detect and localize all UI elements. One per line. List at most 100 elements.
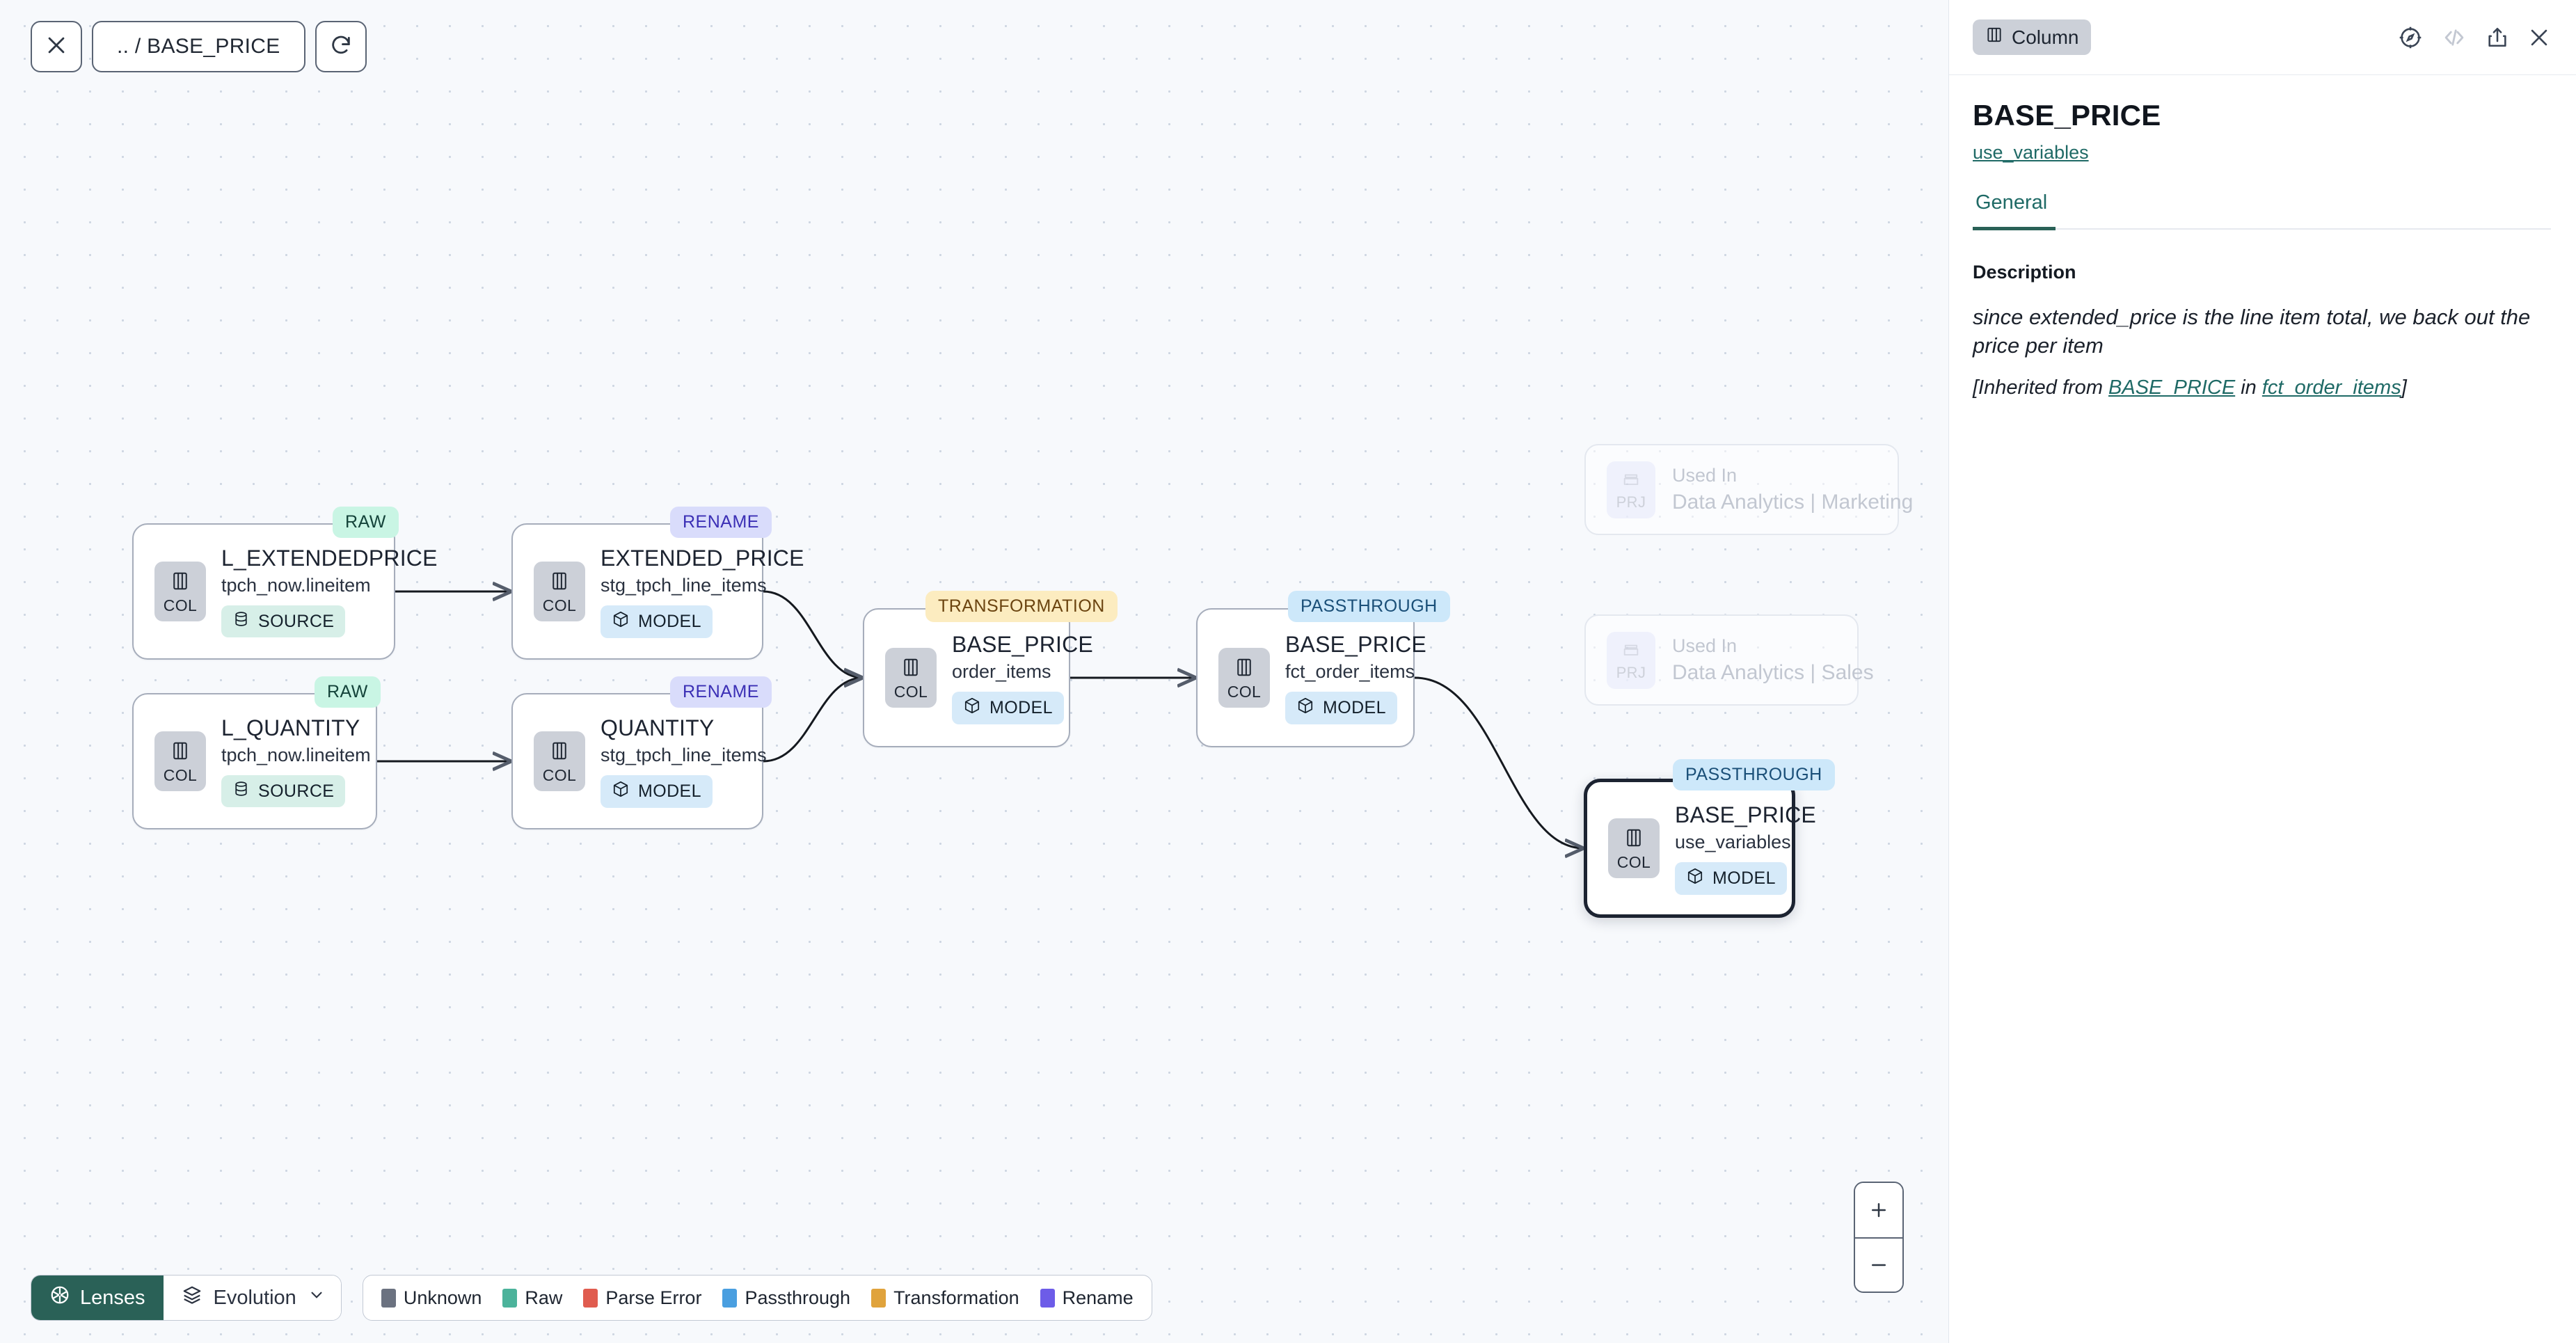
- tab-general[interactable]: General: [1973, 191, 2056, 230]
- node-tag-l_extendedprice: RAW: [333, 507, 399, 538]
- legend-item[interactable]: Passthrough: [722, 1287, 850, 1309]
- project-icon: [1621, 639, 1641, 664]
- inherited-middle: in: [2235, 376, 2262, 399]
- node-title: L_QUANTITY: [221, 715, 360, 740]
- legend-label: Passthrough: [745, 1287, 851, 1308]
- panel-header-actions: [2398, 24, 2551, 51]
- inherited-model-link[interactable]: fct_order_items: [2261, 376, 2401, 399]
- entity-type-chip[interactable]: Column: [1973, 19, 2092, 55]
- legend-swatch: [871, 1288, 887, 1308]
- project-type-badge: PRJ: [1607, 631, 1655, 689]
- used-in-project-name: Data Analytics | Sales: [1672, 661, 1874, 684]
- description-text: since extended_price is the line item to…: [1973, 304, 2531, 358]
- refresh-button[interactable]: [315, 21, 367, 72]
- zoom-in-button[interactable]: [1855, 1183, 1902, 1237]
- aperture-icon: [49, 1285, 70, 1311]
- details-panel-header: Column: [1949, 0, 2576, 75]
- node-materialization-chip: MODEL: [952, 691, 1064, 724]
- ghost-node-body: Used In Data Analytics | Sales: [1672, 616, 1874, 704]
- parent-model-link[interactable]: use_variables: [1973, 142, 2089, 163]
- legend-swatch: [1040, 1288, 1055, 1308]
- node-materialization-chip: SOURCE: [221, 775, 346, 807]
- node-subtitle: use_variables: [1675, 831, 1791, 852]
- project-type-badge: PRJ: [1607, 461, 1655, 518]
- legend-swatch: [722, 1288, 738, 1308]
- node-tag-fct_order_items: PASSTHROUGH: [1288, 591, 1450, 622]
- entity-type-label: Column: [2012, 26, 2079, 48]
- ghost-node-used-in-marketing[interactable]: PRJ Used In Data Analytics | Marketing: [1584, 444, 1913, 535]
- description-label: Description: [1973, 261, 2076, 283]
- legend-label: Unknown: [403, 1287, 482, 1308]
- zoom-controls: [1854, 1182, 1904, 1293]
- legend-label: Rename: [1062, 1287, 1134, 1308]
- column-icon: [170, 739, 191, 766]
- cube-icon: [963, 697, 981, 720]
- lenses-button[interactable]: Lenses: [31, 1276, 164, 1320]
- legend-item[interactable]: Raw: [502, 1287, 562, 1309]
- column-type-badge: COL: [534, 731, 585, 791]
- column-icon: [549, 569, 570, 596]
- lineage-canvas[interactable]: .. / BASE_PRICE PRJ Used In Data Analytics…: [0, 0, 1948, 1343]
- breadcrumb[interactable]: .. / BASE_PRICE: [92, 21, 305, 72]
- node-tag-order_items: TRANSFORMATION: [925, 591, 1118, 622]
- share-icon[interactable]: [2486, 26, 2509, 49]
- close-button[interactable]: [31, 21, 82, 72]
- node-title: EXTENDED_PRICE: [601, 545, 804, 571]
- chevron-down-icon: [308, 1286, 326, 1310]
- column-badge-label: COL: [893, 683, 928, 701]
- project-icon: [1621, 469, 1641, 493]
- layers-icon: [182, 1285, 202, 1311]
- canvas-bottom-bar: Lenses Evolution Unknown Raw Parse Error Pa…: [31, 1275, 1152, 1321]
- close-panel-icon[interactable]: [2527, 26, 2551, 49]
- legend-label: Transformation: [893, 1287, 1019, 1308]
- node-tag-quantity: RENAME: [670, 676, 772, 708]
- legend-item[interactable]: Unknown: [381, 1287, 482, 1309]
- column-badge-label: COL: [542, 596, 577, 614]
- legend-item[interactable]: Transformation: [871, 1287, 1019, 1309]
- node-materialization-label: MODEL: [638, 611, 701, 631]
- legend-swatch: [502, 1288, 518, 1308]
- evolution-dropdown[interactable]: Evolution: [163, 1276, 341, 1320]
- node-materialization-chip: SOURCE: [221, 605, 346, 637]
- used-in-project-name: Data Analytics | Marketing: [1672, 491, 1914, 514]
- zoom-out-button[interactable]: [1855, 1237, 1902, 1292]
- node-materialization-label: MODEL: [638, 781, 701, 801]
- ghost-node-used-in-sales[interactable]: PRJ Used In Data Analytics | Sales: [1584, 614, 1874, 706]
- code-view-icon[interactable]: [2441, 24, 2467, 51]
- column-icon: [170, 569, 191, 596]
- node-tag-extended_price: RENAME: [670, 507, 772, 538]
- legend-label: Parse Error: [605, 1287, 702, 1308]
- node-subtitle: stg_tpch_line_items: [601, 744, 767, 765]
- node-materialization-chip: MODEL: [1675, 861, 1787, 895]
- legend-item[interactable]: Rename: [1040, 1287, 1134, 1309]
- column-badge-label: COL: [163, 596, 198, 614]
- column-icon: [900, 655, 921, 683]
- inherited-suffix: ]: [2401, 376, 2407, 399]
- edge-quantity-to-orderitems: [763, 678, 863, 763]
- legend-swatch: [583, 1288, 598, 1308]
- used-in-label: Used In: [1672, 465, 1738, 486]
- cube-icon: [1686, 867, 1704, 890]
- inherited-prefix: [Inherited from: [1973, 376, 2109, 399]
- project-badge-label: PRJ: [1616, 664, 1646, 681]
- legend-item[interactable]: Parse Error: [583, 1287, 701, 1309]
- lenses-label: Lenses: [80, 1286, 145, 1309]
- cube-icon: [1296, 697, 1314, 720]
- used-in-label: Used In: [1672, 635, 1738, 656]
- database-icon: [232, 610, 250, 633]
- explore-compass-icon[interactable]: [2398, 25, 2423, 50]
- details-panel-body: BASE_PRICE use_variables General Descrip…: [1949, 75, 2576, 1343]
- inherited-column-link[interactable]: BASE_PRICE: [2108, 376, 2236, 399]
